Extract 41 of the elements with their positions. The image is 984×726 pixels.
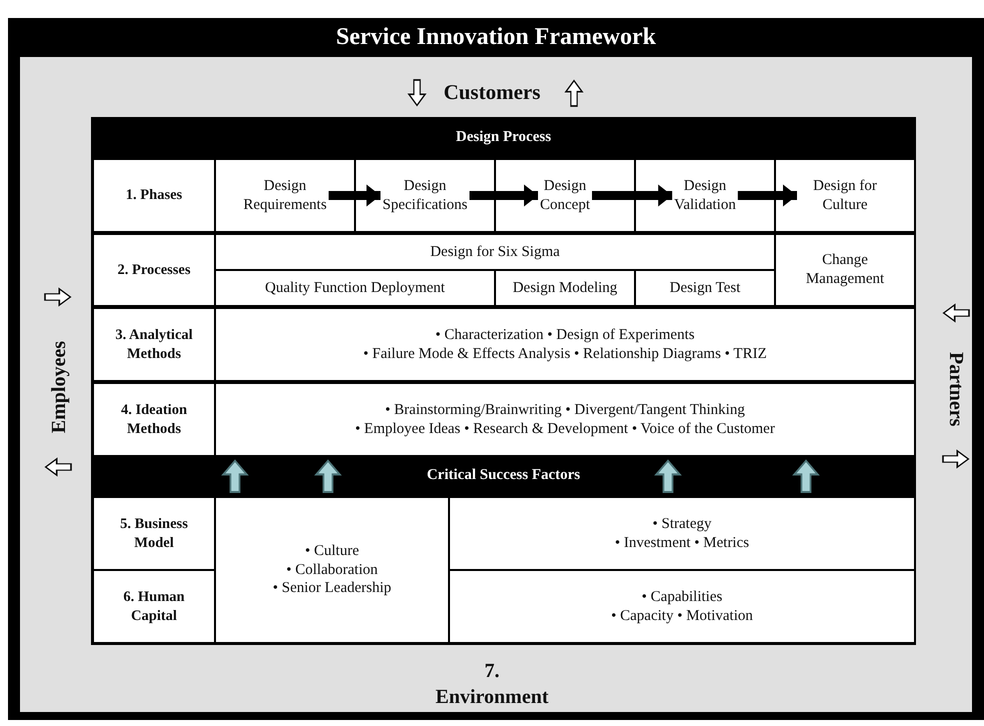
- bullet-list-line: • Senior Leadership: [272, 579, 392, 598]
- side-label: Partners: [944, 352, 968, 426]
- bullet-list-line: • Capabilities: [642, 588, 722, 606]
- phase-label: Design Concept: [540, 176, 590, 214]
- row-heading: 5. Business Model: [94, 498, 214, 569]
- row-heading: 4. Ideation Methods: [94, 384, 214, 455]
- table-cell: [216, 309, 914, 380]
- row-heading: 3. Analytical Methods: [94, 309, 214, 380]
- table-cell: [450, 498, 914, 569]
- arrow: [738, 184, 797, 206]
- row-heading: 2. Processes: [94, 235, 214, 305]
- phase-label: Design Specifications: [382, 176, 468, 214]
- row-heading: 1. Phases: [94, 160, 214, 231]
- side-label: Employees: [47, 340, 71, 434]
- phase-label: Design for Culture: [799, 176, 891, 214]
- bullet-list-line: • Capacity • Motivation: [611, 606, 753, 626]
- table-cell: [216, 498, 448, 642]
- bullet-list-line: • Culture: [305, 542, 359, 561]
- table-cell: Design Modeling: [496, 271, 634, 305]
- bullet-list-line: • Employee Ideas • Research & Development • Voice of the Customer: [355, 420, 775, 438]
- bullet-list-line: • Strategy: [652, 514, 712, 534]
- arrow: [592, 184, 672, 206]
- arrow: [469, 184, 538, 206]
- bullet-list-line: • Characterization • Design of Experiments: [435, 326, 695, 344]
- bullet-list-line: • Failure Mode & Effects Analysis • Relationship Diagrams • TRIZ: [363, 344, 767, 364]
- table-cell: [216, 384, 914, 455]
- table-cell: [450, 571, 914, 642]
- heading: Customers: [444, 79, 540, 106]
- table-cell: Change Management: [776, 235, 914, 305]
- table-cell: Design for Six Sigma: [216, 235, 774, 269]
- table-cell: Design Test: [636, 271, 774, 305]
- table-cell: Quality Function Deployment: [216, 271, 494, 305]
- title: Service Innovation Framework: [335, 22, 657, 52]
- bullet-list-line: • Brainstorming/Brainwriting • Divergent/Tangent Thinking: [385, 400, 745, 420]
- phase-label: Design Requirements: [243, 176, 327, 214]
- row-heading: 6. Human Capital: [94, 571, 214, 642]
- phase-label: Design Validation: [674, 176, 736, 214]
- arrow: [328, 184, 380, 206]
- heading: 7. Environment: [436, 659, 548, 710]
- bullet-list-line: • Investment • Metrics: [614, 534, 750, 552]
- bullet-list-line: • Collaboration: [286, 560, 378, 580]
